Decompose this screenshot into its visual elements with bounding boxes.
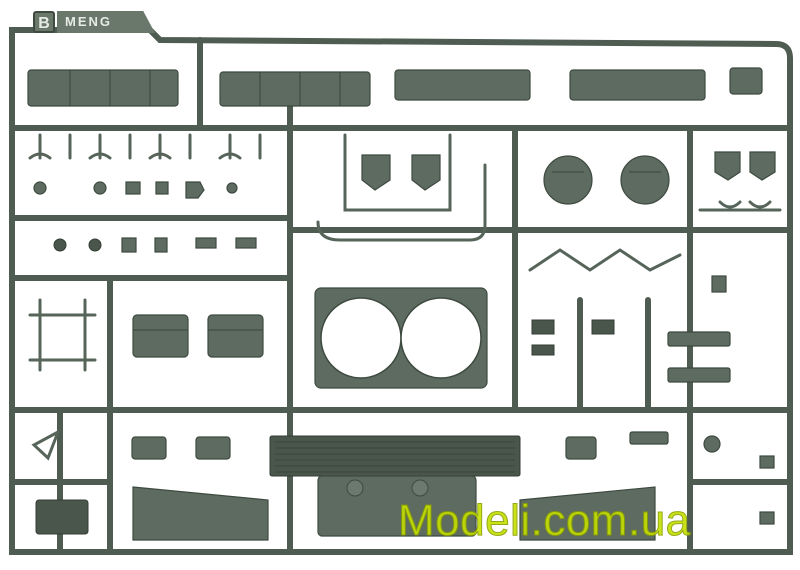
sprue-outer-frame	[9, 27, 793, 555]
part-bent-rod	[316, 163, 487, 242]
part-right-small-1	[759, 455, 775, 469]
part-side-panel-1	[27, 69, 179, 107]
part-right-knob	[703, 435, 721, 453]
part-tube-1	[667, 331, 731, 347]
part-dome-2	[620, 155, 670, 205]
part-bracket-2	[411, 154, 441, 191]
part-hooks-row	[28, 133, 262, 160]
part-lifting-eye	[31, 428, 61, 461]
part-small-hinges	[531, 319, 615, 356]
part-wedge-right	[519, 486, 656, 541]
part-plate-hole-1	[320, 297, 402, 379]
part-lower-box-1	[131, 436, 167, 460]
part-small-fittings	[33, 181, 238, 199]
part-right-rods	[698, 200, 782, 212]
part-lower-box-2	[195, 436, 231, 460]
part-side-panel-2	[219, 71, 371, 107]
part-right-bracket-2	[749, 151, 776, 181]
part-small-clip	[711, 275, 727, 293]
part-small-box	[729, 67, 763, 95]
part-right-bracket-1	[714, 151, 741, 181]
part-side-panel-4	[569, 69, 706, 101]
part-plate-hole-2	[400, 297, 482, 379]
part-tracks-small	[35, 499, 89, 535]
part-lower-clip	[629, 431, 669, 445]
part-lower-box-3	[565, 436, 597, 460]
part-grille-lines	[275, 441, 515, 473]
part-right-small-2	[759, 511, 775, 525]
part-block-1	[132, 314, 189, 358]
part-tube-2	[667, 367, 731, 383]
runner-h2	[9, 215, 793, 233]
watermark: Modeli.com.ua	[398, 496, 691, 546]
part-wedge-left	[132, 486, 269, 541]
brand-logo: MENG	[57, 11, 155, 33]
part-block-2	[207, 314, 264, 358]
part-small-fittings-2	[53, 237, 257, 253]
sprue-letter-label: B	[33, 11, 55, 33]
part-bracket-1	[361, 154, 391, 191]
part-side-panel-3	[394, 69, 531, 101]
part-u-frame	[343, 133, 452, 212]
part-dome-1	[543, 155, 593, 205]
part-cross-frame	[28, 298, 97, 372]
part-branch-cluster	[528, 248, 682, 272]
